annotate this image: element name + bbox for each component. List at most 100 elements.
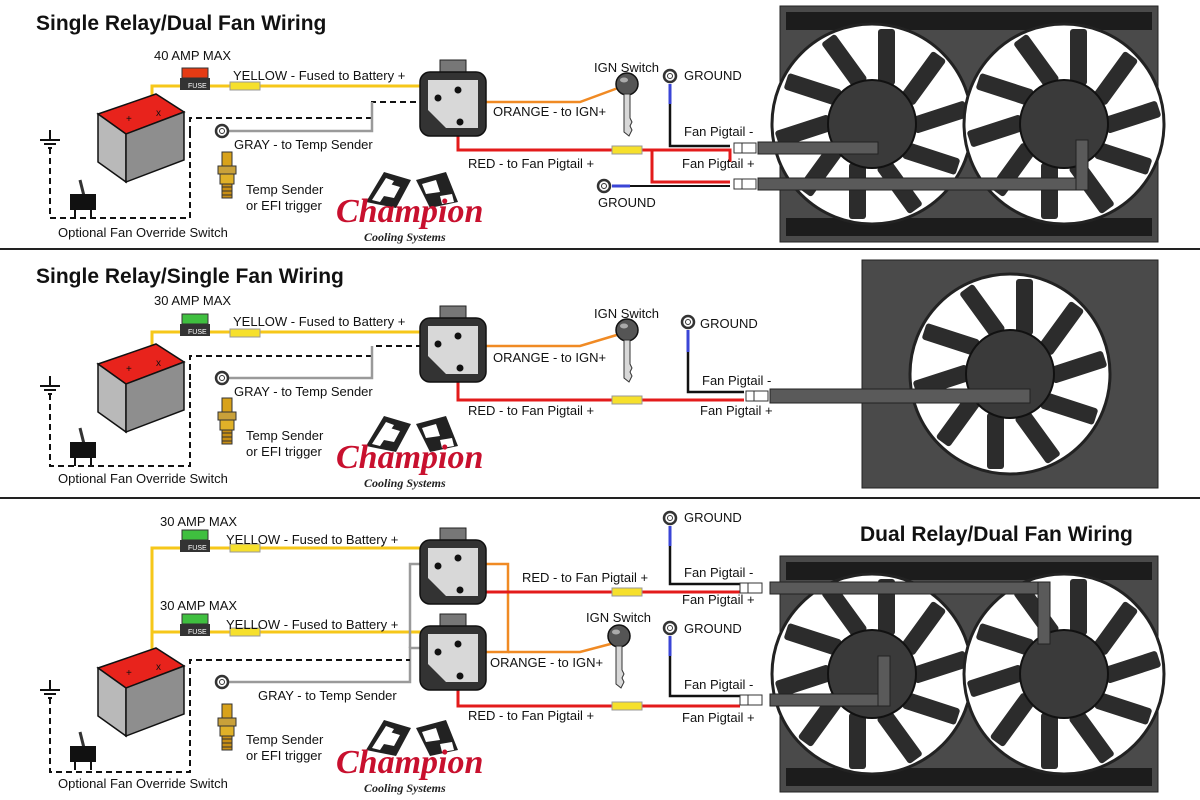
- brand-logo: Champion: [336, 744, 483, 781]
- ign-key-icon: [607, 624, 631, 689]
- fuse-icon: [181, 613, 209, 625]
- orange-wire-label: ORANGE - to IGN+: [493, 104, 606, 119]
- ring-terminal-icon: [662, 510, 678, 526]
- ground-label: GROUND: [684, 68, 742, 83]
- sender-label: Temp Sender: [246, 182, 324, 197]
- ring-terminal-icon: [596, 178, 612, 194]
- yellow-wire-label: YELLOW - Fused to Battery +: [226, 532, 398, 547]
- fuse-rating: 30 AMP MAX: [160, 598, 237, 613]
- fuse-rating: 40 AMP MAX: [154, 48, 231, 63]
- fuse-rating: 30 AMP MAX: [154, 293, 231, 308]
- relay-icon: [419, 527, 487, 605]
- relay-icon: [419, 613, 487, 691]
- pigtail-pos-label: Fan Pigtail +: [682, 710, 755, 725]
- fuse-text: FUSE: [188, 629, 207, 636]
- toggle-switch-icon: [68, 730, 98, 772]
- pigtail-neg-label: Fan Pigtail -: [684, 124, 753, 139]
- chassis-ground-icon: [39, 129, 61, 149]
- temp-sender-icon: [217, 151, 237, 199]
- sender-label: or EFI trigger: [246, 444, 323, 459]
- ring-terminal-icon: [662, 620, 678, 636]
- panel-single-relay-single-fan: Single Relay/Single Fan Wiring FUSE 30 A…: [36, 259, 1159, 490]
- panel-title: Dual Relay/Dual Fan Wiring: [860, 523, 1133, 546]
- red-wire-label: RED - to Fan Pigtail +: [468, 708, 594, 723]
- pigtail-neg-label: Fan Pigtail -: [684, 677, 753, 692]
- ring-terminal-icon: [214, 123, 230, 139]
- divider: [0, 248, 1200, 250]
- panel-title: Single Relay/Dual Fan Wiring: [36, 12, 326, 35]
- orange-wire-label: ORANGE - to IGN+: [490, 655, 603, 670]
- pigtail-pos-label: Fan Pigtail +: [682, 156, 755, 171]
- ground-label: GROUND: [684, 510, 742, 525]
- chassis-ground-icon: [39, 375, 61, 395]
- pigtail-pos-label: Fan Pigtail +: [700, 403, 773, 418]
- fuse-text: FUSE: [188, 83, 207, 90]
- fan-icon: [770, 572, 974, 776]
- relay-icon: [419, 59, 487, 137]
- ign-switch-label: IGN Switch: [594, 60, 659, 75]
- ground-label: GROUND: [598, 195, 656, 210]
- ring-terminal-icon: [214, 370, 230, 386]
- panel-single-relay-dual-fan: Single Relay/Dual Fan Wiring FUSE: [36, 5, 1166, 244]
- panel-dual-relay-dual-fan: Dual Relay/Dual Fan Wiring: [39, 510, 1166, 795]
- divider: [0, 497, 1200, 499]
- brand-subtitle: Cooling Systems: [364, 230, 446, 244]
- connector-icon: [733, 178, 757, 190]
- pigtail-neg-label: Fan Pigtail -: [702, 373, 771, 388]
- battery-icon: [97, 93, 185, 183]
- ign-key-icon: [615, 318, 639, 383]
- toggle-switch-icon: [68, 426, 98, 468]
- fuse-icon: [181, 529, 209, 541]
- sender-label: Temp Sender: [246, 428, 324, 443]
- connector-icon: [739, 694, 763, 706]
- gray-wire-label: GRAY - to Temp Sender: [258, 688, 397, 703]
- temp-sender-icon: [217, 703, 237, 751]
- brand-subtitle: Cooling Systems: [364, 781, 446, 795]
- sender-label: or EFI trigger: [246, 748, 323, 763]
- toggle-switch-icon: [68, 178, 98, 220]
- sender-label: or EFI trigger: [246, 198, 323, 213]
- battery-icon: [97, 647, 185, 737]
- fan-icon: [908, 272, 1112, 476]
- pigtail-neg-label: Fan Pigtail -: [684, 565, 753, 580]
- sender-label: Temp Sender: [246, 732, 324, 747]
- connector-icon: [733, 142, 757, 154]
- brand-logo: Champion: [336, 193, 483, 230]
- fan-icon: [962, 22, 1166, 226]
- gray-wire-label: GRAY - to Temp Sender: [234, 384, 373, 399]
- panel-title: Single Relay/Single Fan Wiring: [36, 265, 344, 288]
- ring-terminal-icon: [214, 674, 230, 690]
- ign-switch-label: IGN Switch: [586, 610, 651, 625]
- fuse-icon: [181, 67, 209, 79]
- override-switch-label: Optional Fan Override Switch: [58, 225, 228, 240]
- brand-subtitle: Cooling Systems: [364, 476, 446, 490]
- ground-label: GROUND: [700, 316, 758, 331]
- ground-label: GROUND: [684, 621, 742, 636]
- fuse-text: FUSE: [188, 329, 207, 336]
- yellow-wire-label: YELLOW - Fused to Battery +: [226, 617, 398, 632]
- fan-icon: [962, 572, 1166, 776]
- relay-icon: [419, 305, 487, 383]
- override-switch-label: Optional Fan Override Switch: [58, 471, 228, 486]
- override-switch-label: Optional Fan Override Switch: [58, 776, 228, 791]
- connector-icon: [745, 390, 769, 402]
- yellow-wire-label: YELLOW - Fused to Battery +: [233, 314, 405, 329]
- temp-sender-icon: [217, 397, 237, 445]
- ring-terminal-icon: [680, 314, 696, 330]
- yellow-wire-label: YELLOW - Fused to Battery +: [233, 68, 405, 83]
- orange-wire-label: ORANGE - to IGN+: [493, 350, 606, 365]
- pigtail-pos-label: Fan Pigtail +: [682, 592, 755, 607]
- fan-icon: [770, 22, 974, 226]
- red-wire-label: RED - to Fan Pigtail +: [468, 156, 594, 171]
- fuse-icon: [181, 313, 209, 325]
- red-wire-label: RED - to Fan Pigtail +: [522, 570, 648, 585]
- ign-key-icon: [615, 72, 639, 137]
- ring-terminal-icon: [662, 68, 678, 84]
- red-wire-label: RED - to Fan Pigtail +: [468, 403, 594, 418]
- battery-icon: [97, 343, 185, 433]
- gray-wire-label: GRAY - to Temp Sender: [234, 137, 373, 152]
- fuse-rating: 30 AMP MAX: [160, 514, 237, 529]
- chassis-ground-icon: [39, 679, 61, 699]
- ign-switch-label: IGN Switch: [594, 306, 659, 321]
